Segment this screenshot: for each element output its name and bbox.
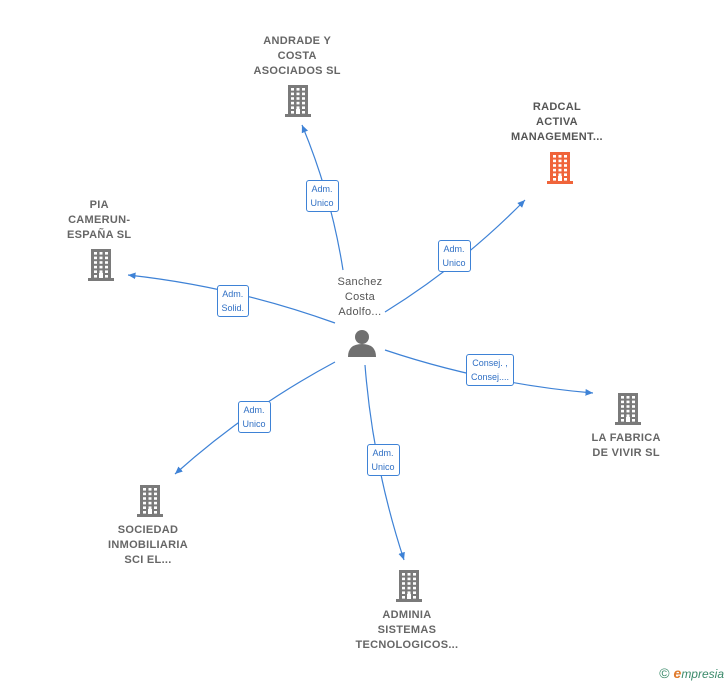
person-name-line: Costa — [344, 291, 376, 303]
company-name-line: ACTIVA — [535, 116, 578, 128]
building-icon-fabrica[interactable] — [615, 393, 641, 425]
copyright-symbol: © — [659, 665, 670, 681]
person-name-line: Adolfo... — [338, 306, 382, 318]
edge-label-line: Adm. — [222, 289, 244, 299]
edge-label-line: Adm. — [372, 448, 394, 458]
company-name-line: RADCAL — [532, 101, 582, 113]
company-name-adminia[interactable]: ADMINIA SISTEMAS TECNOLOGICOS... — [356, 608, 459, 653]
footer-brand: ©empresia — [659, 665, 724, 681]
edge-label-line: Unico — [371, 462, 395, 472]
company-name-andrade[interactable]: ANDRADE Y COSTA ASOCIADOS SL — [254, 34, 341, 79]
company-name-line: SCI EL... — [124, 554, 172, 566]
edge-label-adminia[interactable]: Adm. Unico — [366, 444, 400, 476]
company-name-line: ADMINIA — [382, 609, 432, 621]
brand-initial: e — [673, 665, 682, 681]
company-name-line: LA FABRICA — [591, 432, 661, 444]
company-name-pia[interactable]: PIA CAMERUN- ESPAÑA SL — [67, 198, 131, 243]
company-name-line: ESPAÑA SL — [67, 229, 132, 241]
edge-label-line: Consej. , — [472, 358, 508, 368]
edge-label-line: Consej.... — [471, 372, 510, 382]
edge-label-fabrica[interactable]: Consej. , Consej.... — [466, 354, 515, 386]
edge-label-line: Adm. — [243, 405, 265, 415]
company-name-line: CAMERUN- — [68, 214, 131, 226]
company-name-line: ANDRADE Y — [263, 35, 332, 47]
edge-label-line: Adm. — [311, 184, 333, 194]
building-icon-andrade[interactable] — [285, 85, 311, 117]
edge-label-sociedad[interactable]: Adm. Unico — [237, 401, 271, 433]
building-icon-sociedad[interactable] — [137, 485, 163, 517]
company-name-radcal[interactable]: RADCAL ACTIVA MANAGEMENT... — [511, 100, 603, 145]
edge-label-radcal[interactable]: Adm. Unico — [437, 240, 471, 272]
company-name-line: ASOCIADOS SL — [253, 65, 341, 77]
company-name-line: TECNOLOGICOS... — [355, 639, 459, 651]
edge-label-line: Adm. — [443, 244, 465, 254]
edge-label-andrade[interactable]: Adm. Unico — [305, 180, 339, 212]
edge-label-line: Solid. — [221, 303, 245, 313]
person-icon[interactable] — [348, 330, 376, 357]
company-name-line: SOCIEDAD — [117, 524, 179, 536]
company-name-line: INMOBILIARIA — [108, 539, 188, 551]
person-name-line: Sanchez — [337, 276, 383, 288]
edge-label-line: Unico — [242, 419, 266, 429]
edge-label-line: Unico — [310, 198, 334, 208]
company-name-line: PIA — [89, 199, 109, 211]
edge-label-line: Unico — [442, 258, 466, 268]
company-name-line: SISTEMAS — [377, 624, 437, 636]
company-name-sociedad[interactable]: SOCIEDAD INMOBILIARIA SCI EL... — [108, 523, 188, 568]
company-name-line: MANAGEMENT... — [511, 131, 603, 143]
building-icon-pia[interactable] — [88, 249, 114, 281]
building-icon-radcal[interactable] — [547, 152, 573, 184]
company-name-line: DE VIVIR SL — [592, 447, 660, 459]
company-name-fabrica[interactable]: LA FABRICA DE VIVIR SL — [592, 431, 661, 461]
edge-label-pia[interactable]: Adm. Solid. — [216, 285, 250, 317]
building-icon-adminia[interactable] — [396, 570, 422, 602]
brand-name: mpresia — [681, 667, 724, 681]
company-name-line: COSTA — [277, 50, 317, 62]
